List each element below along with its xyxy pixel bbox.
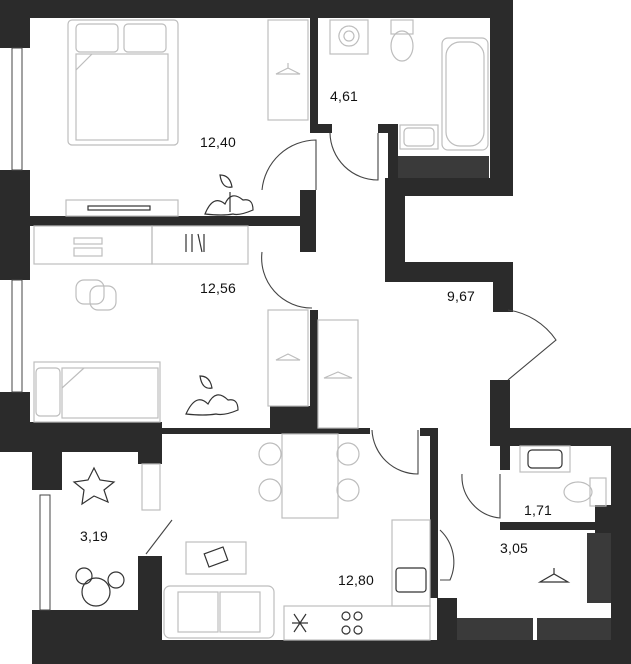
sink-icon	[399, 124, 439, 150]
table-icon	[75, 567, 125, 607]
desk-icon	[33, 225, 153, 265]
hanger-icon	[537, 568, 571, 583]
tv-stand	[65, 199, 179, 217]
doors	[145, 132, 557, 581]
bed-icon	[33, 361, 161, 423]
wardrobe-top	[267, 19, 309, 121]
toilet-icon	[563, 477, 607, 507]
room-area-kitchen-living: 12,80	[338, 572, 375, 588]
room-area-bathroom: 4,61	[330, 88, 359, 104]
room-area-closet: 3,05	[500, 540, 529, 556]
room-area-balcony: 3,19	[80, 528, 109, 544]
bathtub-icon	[441, 37, 489, 151]
stove-icon	[283, 605, 431, 641]
room-area-hallway: 9,67	[447, 288, 476, 304]
wardrobe-middle	[267, 309, 359, 429]
toilet-icon	[390, 19, 414, 62]
chair-icon	[75, 279, 117, 311]
balcony-bench	[141, 463, 161, 511]
shelf-icon	[151, 225, 249, 265]
sofa-icon	[163, 585, 275, 639]
bed-icon	[67, 19, 179, 146]
plant-icon	[204, 174, 254, 216]
kitchen-cabinet	[391, 519, 431, 607]
table-icon	[258, 433, 360, 519]
room-area-toilet: 1,71	[524, 502, 553, 518]
plant-icon	[185, 375, 239, 416]
coffee-table-icon	[185, 541, 247, 575]
washing-machine-icon	[329, 19, 369, 55]
room-area-bedroom-top: 12,40	[200, 134, 237, 150]
sink-icon	[519, 445, 571, 473]
room-area-bedroom-middle: 12,56	[200, 280, 237, 296]
plant-icon	[72, 466, 116, 506]
